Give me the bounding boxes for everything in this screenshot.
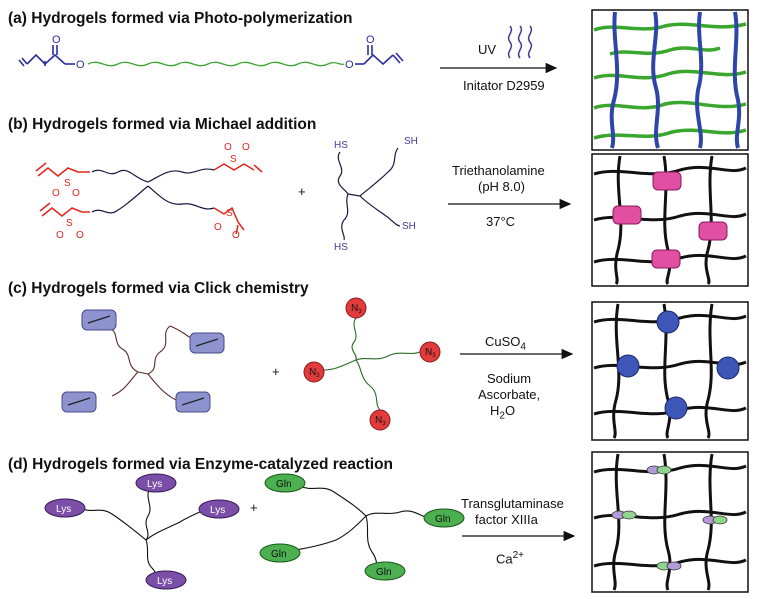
uv-light-icon <box>507 25 533 59</box>
thiol-label-4: HS <box>334 242 348 253</box>
thioether-crosslink-3 <box>698 221 728 241</box>
panel-d-condition-calcium: Ca2+ <box>496 548 524 567</box>
panel-b-network <box>591 153 749 287</box>
azide-label-1: N3 <box>351 303 362 315</box>
acrylate-right-o-ester: O <box>345 59 354 71</box>
panel-c-azide-macromer: N3 N3 N3 N3 <box>303 297 441 431</box>
sulfur-2: S <box>66 218 73 229</box>
thiol-label-1: HS <box>334 140 348 151</box>
triazole-crosslink-3 <box>716 356 740 380</box>
acrylate-left-o-carbonyl: O <box>52 34 61 46</box>
gln-label-2: Gln <box>435 514 451 525</box>
azide-label-4: N3 <box>375 415 386 427</box>
oxygen-3a: O <box>224 142 232 153</box>
water-subscript: 2 <box>499 410 505 422</box>
water-h: H <box>490 403 500 418</box>
azide-label-2: N3 <box>425 347 436 359</box>
lys-group-2 <box>44 498 86 518</box>
oxygen-1b: O <box>72 188 80 199</box>
thioether-crosslink-4 <box>651 249 681 269</box>
panel-b-condition-ph: (pH 8.0) <box>478 179 525 194</box>
gln-label-4: Gln <box>376 567 392 578</box>
panel-b-title: (b) Hydrogels formed via Michael additio… <box>8 116 317 133</box>
acrylate-right <box>355 45 404 66</box>
thioether-crosslink-2 <box>612 205 642 225</box>
oxygen-3b: O <box>242 142 250 153</box>
isopeptide-crosslink-4b <box>666 561 682 571</box>
cuso4-subscript: 4 <box>520 341 526 353</box>
panel-c-condition-ascorbate: Ascorbate, <box>478 387 541 402</box>
oxygen-4b: O <box>232 230 240 241</box>
ca-text: Ca <box>496 551 513 567</box>
thioether-crosslink-1 <box>652 171 682 191</box>
triazole-crosslink-1 <box>656 310 680 334</box>
oxygen-2b: O <box>76 230 84 241</box>
cuso4-text: CuSO <box>485 334 521 349</box>
plus-sign-b: + <box>298 184 306 199</box>
ca-superscript: 2+ <box>512 550 525 561</box>
gln-group-2 <box>423 508 465 528</box>
gln-group-3 <box>259 543 301 563</box>
panel-d-condition-enzyme: Transglutaminase <box>461 496 564 511</box>
azide-group-3 <box>303 361 325 383</box>
thiol-label-3: SH <box>402 221 416 232</box>
panel-d-title: (d) Hydrogels formed via Enzyme-catalyze… <box>8 456 394 473</box>
panel-a-precursor: O O O O <box>18 34 404 71</box>
triazole-crosslink-2 <box>616 354 640 378</box>
oxygen-2a: O <box>56 230 64 241</box>
panel-a-title: (a) Hydrogels formed via Photo-polymeriz… <box>8 10 353 27</box>
panel-d-lys-macromer: Lys Lys Lys Lys <box>44 473 240 590</box>
lys-label-2: Lys <box>56 504 71 515</box>
panel-c-network <box>591 301 749 441</box>
panel-a-network <box>591 9 749 151</box>
oxygen-4a: O <box>214 222 222 233</box>
azide-group-1 <box>345 297 367 319</box>
lys-label-1: Lys <box>147 479 162 490</box>
lys-group-3 <box>198 499 240 519</box>
triazole-crosslink-4 <box>664 396 688 420</box>
panel-c-title: (c) Hydrogels formed via Click chemistry <box>8 280 309 297</box>
isopeptide-crosslink-3b <box>712 515 728 525</box>
panel-d-gln-macromer: Gln Gln Gln Gln <box>259 473 465 581</box>
acrylate-right-o-carbonyl: O <box>366 34 375 46</box>
acrylate-left-o-ester: O <box>76 59 85 71</box>
panel-c-alkyne-macromer <box>61 309 225 413</box>
panel-d-condition-factor: factor XIIIa <box>475 512 538 527</box>
gln-group-4 <box>364 561 406 581</box>
panel-b-vinylsulfone-macromer: S O O S O O S O O S O O <box>35 142 263 241</box>
azide-label-3: N3 <box>309 367 320 379</box>
oxygen-1a: O <box>52 188 60 199</box>
water-o: O <box>504 403 516 418</box>
sulfur-3: S <box>230 154 237 165</box>
sulfur-1: S <box>64 178 71 189</box>
plus-sign-d: + <box>250 500 258 515</box>
panel-a-condition-uv: UV <box>478 42 497 57</box>
panel-b-thiol-macromer: HS SH SH HS <box>334 136 418 253</box>
plus-sign-c: + <box>272 364 280 379</box>
peg-chain <box>87 61 345 67</box>
lys-group-4 <box>145 570 187 590</box>
panel-b-condition-base: Triethanolamine <box>452 163 545 178</box>
panel-a-condition-initiator: Initator D2959 <box>463 78 545 93</box>
isopeptide-crosslink-1b <box>656 465 672 475</box>
panel-c-condition-water: H2O <box>490 403 515 425</box>
panel-d-network <box>591 451 749 593</box>
acrylate-left <box>18 45 75 67</box>
panel-c-condition-cuso4: CuSO4 <box>485 334 526 356</box>
gln-label-3: Gln <box>271 549 287 560</box>
panel-c-condition-sodium: Sodium <box>487 371 532 386</box>
lys-label-3: Lys <box>210 505 225 516</box>
lys-group-1 <box>135 473 177 493</box>
panel-b-condition-temp: 37°C <box>486 214 516 229</box>
gln-label-1: Gln <box>276 479 292 490</box>
isopeptide-crosslink-2b <box>621 510 637 520</box>
lys-label-4: Lys <box>157 576 172 587</box>
sulfur-4: S <box>226 208 233 219</box>
azide-group-4 <box>369 409 391 431</box>
gln-group-1 <box>264 473 306 493</box>
azide-group-2 <box>419 341 441 363</box>
thiol-label-2: SH <box>404 136 418 147</box>
